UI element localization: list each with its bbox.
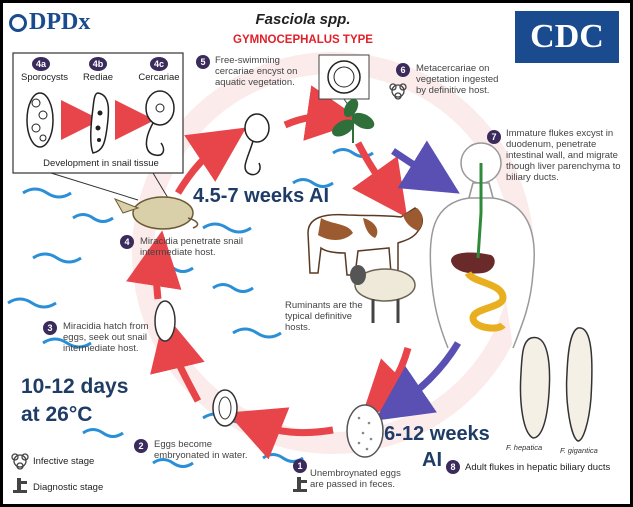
species-label-hepatica: F. hepatica	[506, 443, 543, 452]
step-6-number: 6	[396, 63, 410, 77]
miracidium-drawing	[154, 300, 176, 342]
inset-item-number: 4c	[150, 57, 168, 71]
page-title: Fasciola spp.	[255, 11, 351, 28]
step-5-number: 5	[196, 55, 210, 69]
inset-item-number: 4a	[32, 57, 50, 71]
annotation-4-5-7-weeks: 4.5-7 weeks AI	[193, 185, 330, 207]
snail-drawing	[113, 196, 199, 230]
annotation-10-12-days: 10-12 days at 26°C	[21, 373, 128, 429]
liver-drawing	[451, 252, 495, 274]
hepatica-fluke-drawing	[519, 336, 551, 439]
step-6-text: Metacercariae on vegetation ingested by …	[416, 63, 499, 96]
dpdx-logo-text: DPDx	[29, 9, 91, 35]
inset-item-label: Cercariae	[138, 72, 180, 83]
species-label-gigantica: F. gigantica	[560, 446, 598, 455]
inset-item-label: Rediae	[82, 72, 114, 83]
step-7-text: Immature flukes excyst in duodenum, pene…	[506, 128, 621, 183]
legend-infective: Infective stage	[33, 456, 95, 467]
annotation-6-12-weeks-line1: 6-12 weeks	[384, 423, 490, 445]
step-4-text: Miracidia penetrate snail intermediate h…	[140, 236, 243, 258]
step-8-text: Adult flukes in hepatic biliary ducts	[465, 462, 611, 473]
inset-item-label: Sporocysts	[21, 72, 68, 83]
unembryonated-egg-drawing	[346, 404, 384, 458]
cercaria-drawing	[145, 90, 175, 157]
step-4-number: 4	[120, 235, 134, 249]
inset-item-number: 4b	[89, 57, 107, 71]
microscope-icon-step1	[293, 477, 307, 492]
free-cercaria-drawing	[244, 113, 270, 176]
redia-drawing	[89, 92, 110, 154]
annotation-10-12-days-line2: at 26°C	[21, 403, 93, 426]
egg-granules	[357, 416, 373, 451]
step-7-number: 7	[487, 130, 501, 144]
lifecycle-artwork	[7, 52, 593, 493]
cow-drawing	[307, 207, 423, 276]
annotation-6-12-weeks-line2: AI	[422, 449, 442, 471]
step-2-text: Eggs become embryonated in water.	[154, 439, 248, 461]
human-arrows	[374, 140, 462, 421]
embryonated-egg-drawing	[212, 389, 238, 427]
step-1-number: 1	[293, 459, 307, 473]
intestine-drawing	[464, 270, 507, 332]
annotation-6-12-weeks: 6-12 weeks AI	[376, 421, 498, 473]
lifecycle-diagram: DPDx Fasciola spp. GYMNOCEPHALUS TYPE CD…	[3, 3, 630, 504]
step-3-number: 3	[43, 321, 57, 335]
biohazard-icon-legend	[11, 453, 29, 470]
microscope-icon-legend	[13, 478, 27, 493]
gut-tract	[476, 163, 483, 259]
vegetation-drawing	[332, 98, 375, 143]
sporocyst-drawing	[26, 92, 54, 148]
inset-caption: Development in snail tissue	[43, 158, 159, 169]
legend-diagnostic: Diagnostic stage	[33, 482, 104, 493]
cdc-logo[interactable]: CDC	[515, 11, 619, 63]
dpdx-logo[interactable]: DPDx	[9, 9, 90, 36]
annotation-10-12-days-line1: 10-12 days	[21, 375, 129, 398]
step-2-number: 2	[134, 439, 148, 453]
page-subtitle: GYMNOCEPHALUS TYPE	[233, 34, 373, 46]
metacercaria-drawing	[327, 60, 361, 94]
sheep-drawing	[350, 265, 416, 323]
inset-item-4b: 4b Rediae	[78, 57, 118, 83]
step-5-text: Free-swimming cercariae encyst on aquati…	[215, 55, 298, 88]
inset-item-4a: 4a Sporocysts	[21, 57, 68, 83]
biohazard-icon-step6	[389, 83, 407, 100]
dpdx-logo-icon	[9, 14, 27, 33]
gigantica-fluke-drawing	[565, 327, 593, 442]
step-1-text: Unembroynated eggs are passed in feces.	[310, 468, 401, 490]
inset-item-4c: 4c Cercariae	[136, 57, 182, 83]
step-3-text: Miracidia hatch from eggs, seek out snai…	[63, 321, 149, 354]
step-8-number: 8	[446, 460, 460, 474]
ruminants-text: Ruminants are the typical definitive hos…	[285, 300, 363, 333]
